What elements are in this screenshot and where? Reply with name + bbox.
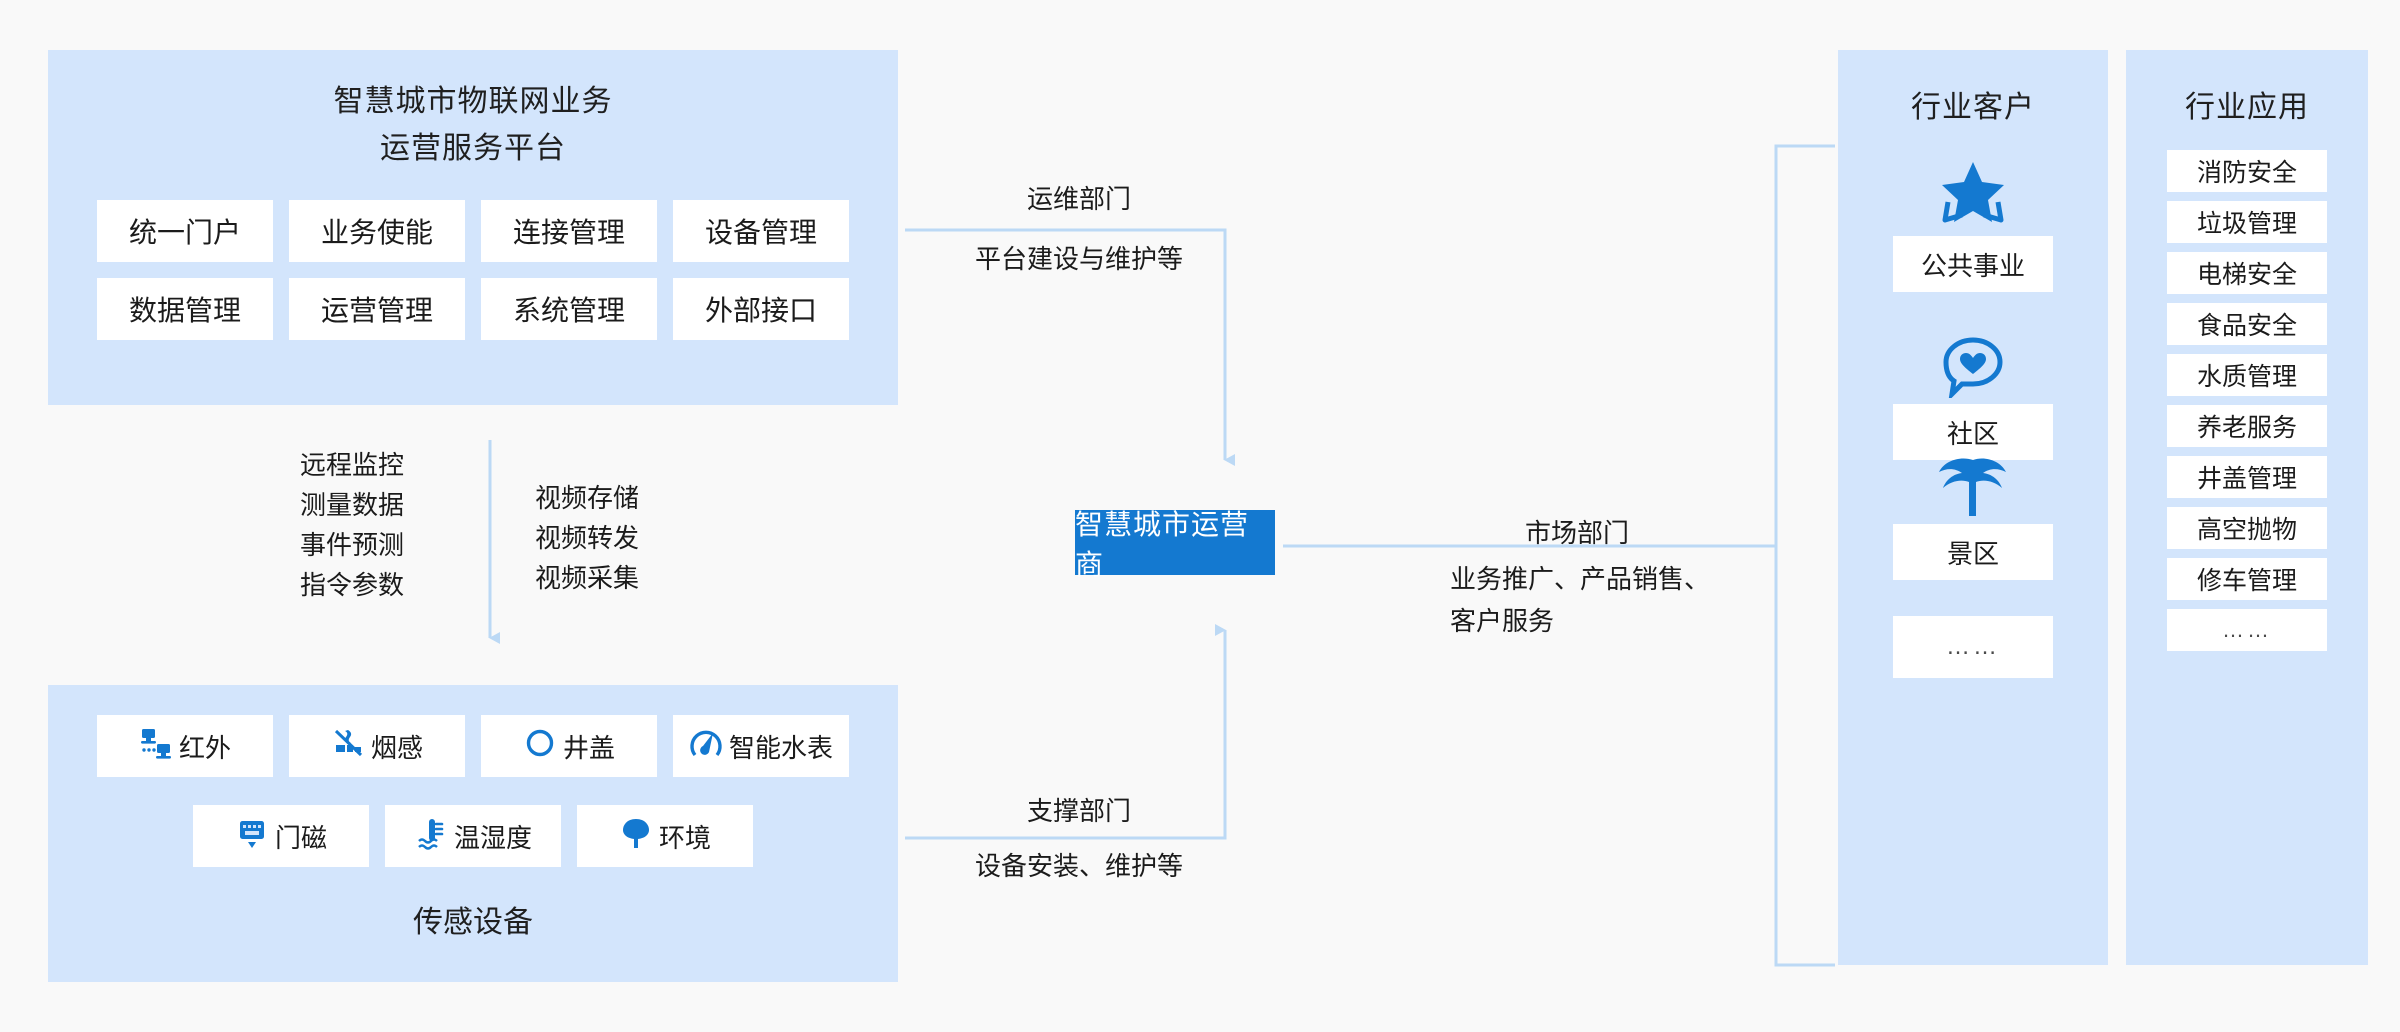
sensor-item-temp-humidity[interactable]: 温湿度 <box>385 805 561 867</box>
sensor-panel-caption: 传感设备 <box>413 906 533 939</box>
application-list: 消防安全 垃圾管理 电梯安全 食品安全 水质管理 养老服务 井盖管理 高空抛物 … <box>2126 150 2368 651</box>
infrared-icon <box>139 726 173 767</box>
market-department-desc: 业务推广、产品销售、 客户服务 <box>1450 558 1710 642</box>
industry-customer-panel: 行业客户 公共事业 社区 <box>1838 50 2108 965</box>
palm-tree-icon <box>1838 438 2108 518</box>
sensor-item-water-meter[interactable]: 智能水表 <box>673 715 849 777</box>
customer-item-public-utility[interactable]: 公共事业 <box>1838 150 2108 292</box>
application-item[interactable]: 高空抛物 <box>2167 507 2327 549</box>
application-item[interactable]: 电梯安全 <box>2167 252 2327 294</box>
application-item[interactable]: 井盖管理 <box>2167 456 2327 498</box>
market-department-title: 市场部门 <box>1525 518 1630 548</box>
customer-item-community[interactable]: 社区 <box>1838 318 2108 460</box>
application-item[interactable]: 修车管理 <box>2167 558 2327 600</box>
market-department-desc-line-1: 业务推广、产品销售、 <box>1450 564 1711 594</box>
industry-customer-title: 行业客户 <box>1911 91 2035 124</box>
sensor-item-door-contact[interactable]: 门磁 <box>193 805 369 867</box>
sensor-label: 环境 <box>658 822 711 853</box>
platform-module[interactable]: 外部接口 <box>673 278 849 340</box>
iot-platform-panel: 智慧城市物联网业务 运营服务平台 统一门户 业务使能 连接管理 设备管理 数据管… <box>48 50 898 405</box>
video-capability-list: 视频存储 视频转发 视频采集 <box>535 478 639 598</box>
flow-item: 远程监控 <box>300 450 405 480</box>
door-sensor-icon <box>235 816 269 857</box>
support-department-title: 支撑部门 <box>1027 796 1132 826</box>
ops-department-title: 运维部门 <box>1027 184 1132 214</box>
market-department-desc-line-2: 客户服务 <box>1450 606 1555 636</box>
platform-module[interactable]: 运营管理 <box>289 278 465 340</box>
sensor-device-panel: 红外 烟感 <box>48 685 898 982</box>
flow-item: 视频转发 <box>535 523 640 553</box>
sensor-label: 烟感 <box>370 732 423 763</box>
smart-water-meter-icon <box>689 726 723 767</box>
star-badge-icon <box>1838 150 2108 230</box>
environment-tree-icon <box>619 816 653 857</box>
sensor-label: 门磁 <box>274 822 327 853</box>
sensor-item-smoke[interactable]: 烟感 <box>289 715 465 777</box>
flow-item: 事件预测 <box>300 530 405 560</box>
platform-module[interactable]: 业务使能 <box>289 200 465 262</box>
flow-item: 视频存储 <box>535 483 640 513</box>
customer-more-label: …… <box>1893 616 2053 678</box>
application-item[interactable]: 垃圾管理 <box>2167 201 2327 243</box>
platform-module[interactable]: 系统管理 <box>481 278 657 340</box>
sensor-item-infrared[interactable]: 红外 <box>97 715 273 777</box>
application-item[interactable]: 食品安全 <box>2167 303 2327 345</box>
sensor-item-environment[interactable]: 环境 <box>577 805 753 867</box>
customer-item-scenic-area[interactable]: 景区 <box>1838 438 2108 580</box>
flow-item: 测量数据 <box>300 490 405 520</box>
temperature-humidity-icon <box>414 816 448 857</box>
flow-item: 视频采集 <box>535 563 640 593</box>
customer-label: 社区 <box>1893 404 2053 460</box>
sensor-label: 智能水表 <box>728 732 833 763</box>
support-department-desc: 设备安装、维护等 <box>975 851 1184 881</box>
sensor-row-1: 红外 烟感 <box>97 715 849 777</box>
platform-module[interactable]: 设备管理 <box>673 200 849 262</box>
platform-title-line-2: 运营服务平台 <box>380 132 566 165</box>
sensor-label: 温湿度 <box>453 822 532 853</box>
smoke-detector-icon <box>331 726 365 767</box>
platform-title-line-1: 智慧城市物联网业务 <box>333 85 613 118</box>
heart-chat-icon <box>1838 318 2108 398</box>
smart-city-operator-box[interactable]: 智慧城市运营商 <box>1075 509 1275 580</box>
application-item-more[interactable]: …… <box>2167 609 2327 651</box>
flow-item: 指令参数 <box>300 570 405 600</box>
platform-title: 智慧城市物联网业务 运营服务平台 <box>48 50 898 172</box>
customer-item-more[interactable]: …… <box>1838 610 2108 678</box>
platform-module[interactable]: 统一门户 <box>97 200 273 262</box>
sensor-row-2: 门磁 <box>193 805 753 867</box>
sensor-label: 井盖 <box>562 732 615 763</box>
industry-application-title: 行业应用 <box>2185 91 2309 124</box>
customer-label: 公共事业 <box>1893 236 2053 292</box>
manhole-cover-icon <box>523 726 557 767</box>
downlink-capability-list: 远程监控 测量数据 事件预测 指令参数 <box>300 445 404 605</box>
sensor-item-manhole[interactable]: 井盖 <box>481 715 657 777</box>
application-item[interactable]: 养老服务 <box>2167 405 2327 447</box>
application-item[interactable]: 消防安全 <box>2167 150 2327 192</box>
customer-label: 景区 <box>1893 524 2053 580</box>
sensor-label: 红外 <box>178 732 231 763</box>
platform-module-grid: 统一门户 业务使能 连接管理 设备管理 数据管理 运营管理 系统管理 外部接口 <box>97 200 849 340</box>
platform-module[interactable]: 连接管理 <box>481 200 657 262</box>
platform-module[interactable]: 数据管理 <box>97 278 273 340</box>
application-item[interactable]: 水质管理 <box>2167 354 2327 396</box>
industry-application-panel: 行业应用 消防安全 垃圾管理 电梯安全 食品安全 水质管理 养老服务 井盖管理 … <box>2126 50 2368 965</box>
ops-department-desc: 平台建设与维护等 <box>975 244 1184 274</box>
